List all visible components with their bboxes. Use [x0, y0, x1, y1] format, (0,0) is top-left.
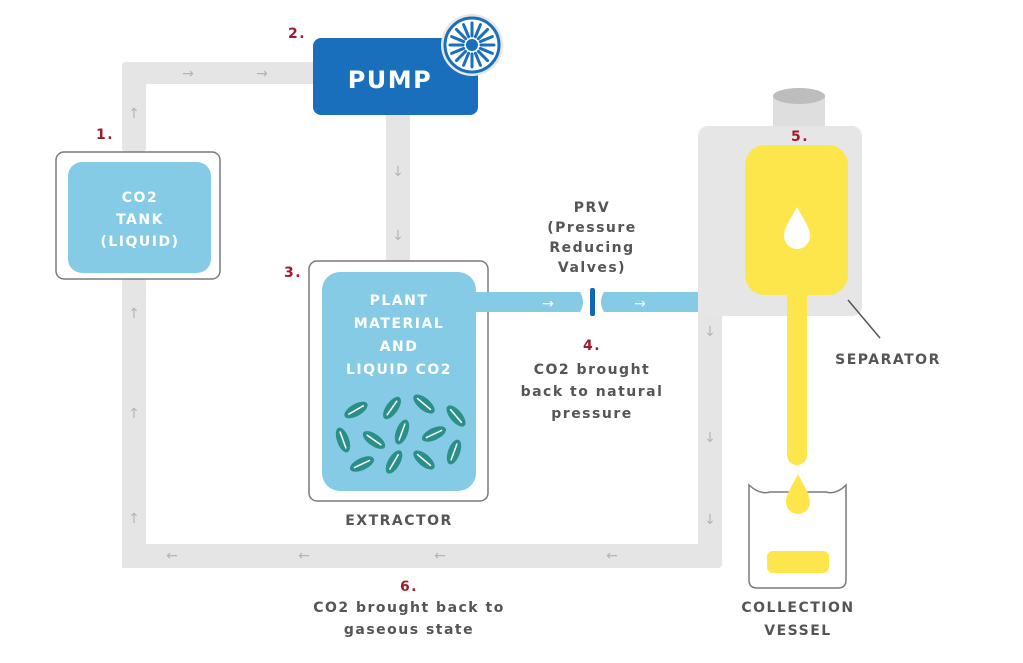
- extractor: PLANT MATERIAL AND LIQUID CO2 EXTRACTOR: [308, 260, 698, 529]
- leaf-icon: [349, 456, 375, 472]
- gaseous-line1: CO2 brought back to: [313, 600, 505, 616]
- droplet-icon: [784, 207, 810, 249]
- prv-desc-line1: CO2 brought: [534, 362, 650, 378]
- arrow-down-icon: ↓: [704, 512, 716, 528]
- fan-blade: [473, 23, 482, 39]
- prv-description: CO2 brought back to natural pressure: [521, 362, 664, 422]
- pump: PUMP: [313, 14, 503, 115]
- leaf-icon: [413, 394, 435, 414]
- pressure-valve-icon: [590, 288, 595, 316]
- leaf-icon: [383, 396, 401, 420]
- step-4-number: 4.: [583, 338, 601, 354]
- arrow-up-icon: ↑: [128, 306, 140, 322]
- outflow-pipe-2: [601, 292, 698, 312]
- prv-label: PRV (Pressure Reducing Valves): [547, 200, 637, 276]
- fan-blade: [450, 35, 466, 44]
- arrow-up-icon: ↑: [128, 106, 140, 122]
- fan-blade: [476, 27, 490, 41]
- flow-arrows: → → ↑ ↓ ↓ ↑ ↑ ↑ ↓ ↓ ↓ ← ← ← ←: [128, 66, 716, 564]
- leaf-icon: [394, 419, 410, 445]
- step-6-number: 6.: [400, 579, 418, 595]
- extractor-caption: EXTRACTOR: [345, 513, 453, 529]
- prv-desc-line2: back to natural: [521, 384, 664, 400]
- arrow-down-icon: ↓: [392, 228, 404, 244]
- arrow-right-icon: →: [542, 296, 554, 312]
- fan-blade: [450, 46, 466, 55]
- leaf-icon: [421, 426, 447, 442]
- step-2-number: 2.: [288, 26, 306, 42]
- arrow-right-icon: →: [182, 66, 194, 82]
- pump-body: [313, 38, 478, 115]
- tank-label-line2: TANK: [116, 212, 164, 228]
- separator-chimney-top: [773, 88, 825, 104]
- arrow-left-icon: ←: [166, 548, 178, 564]
- fan-blade: [462, 23, 471, 39]
- tank-fill: [68, 162, 211, 273]
- oil-drop-icon: [786, 474, 810, 514]
- leaf-icons: [335, 394, 466, 474]
- arrow-right-icon: →: [634, 296, 646, 312]
- step-5-number: 5.: [791, 129, 809, 145]
- prv-line2: (Pressure: [547, 220, 637, 236]
- gaseous-line2: gaseous state: [344, 622, 474, 638]
- extractor-label-line2: MATERIAL: [354, 316, 445, 332]
- step-3-number: 3.: [284, 265, 302, 281]
- separator-caption: SEPARATOR: [835, 352, 941, 368]
- pipe-bottom: [122, 544, 722, 568]
- fan-blade: [473, 51, 482, 67]
- arrow-down-icon: ↓: [704, 430, 716, 446]
- collection-vessel: COLLECTION VESSEL: [741, 474, 854, 639]
- arrow-left-icon: ←: [298, 548, 310, 564]
- outflow-pipe-1: [470, 292, 583, 312]
- fan-icon: [441, 14, 503, 76]
- arrow-down-icon: ↓: [704, 324, 716, 340]
- leaf-icon: [385, 450, 403, 474]
- collection-label-line2: VESSEL: [764, 623, 831, 639]
- leaf-icon: [344, 401, 368, 419]
- prv-line3: Reducing: [549, 240, 634, 256]
- extractor-label-line3: AND: [380, 339, 419, 355]
- oil-drip-tube: [787, 280, 807, 465]
- arrow-left-icon: ←: [606, 548, 618, 564]
- extractor-label-line4: LIQUID CO2: [346, 362, 452, 378]
- pipe-pump-down: [386, 110, 410, 265]
- prv-line4: Valves): [558, 260, 626, 276]
- leaf-icon: [446, 439, 462, 465]
- arrow-up-icon: ↑: [128, 511, 140, 527]
- fan-blade: [454, 27, 468, 41]
- arrow-down-icon: ↓: [392, 164, 404, 180]
- fan-blade: [478, 46, 494, 55]
- leaf-icon: [413, 450, 435, 470]
- co2-tank: CO2 TANK (LIQUID): [55, 151, 221, 280]
- leaf-icon: [362, 431, 386, 449]
- collected-oil: [767, 551, 829, 573]
- arrow-left-icon: ←: [434, 548, 446, 564]
- pump-label: PUMP: [348, 66, 433, 94]
- prv-line1: PRV: [574, 200, 610, 216]
- step-1-number: 1.: [96, 127, 114, 143]
- arrow-up-icon: ↑: [128, 406, 140, 422]
- separator-pointer-line: [847, 299, 881, 339]
- pipe-left: [122, 278, 146, 568]
- tank-label-line1: CO2: [122, 190, 158, 206]
- fan-blade: [476, 49, 490, 63]
- extractor-label-line1: PLANT: [370, 293, 429, 309]
- arrow-right-icon: →: [256, 66, 268, 82]
- fan-blade: [462, 51, 471, 67]
- leaf-icon: [335, 427, 351, 453]
- separator: SEPARATOR: [698, 88, 941, 465]
- pipe-tank-up: [122, 62, 146, 152]
- tank-label-line3: (LIQUID): [100, 234, 179, 250]
- leaf-icon: [446, 405, 466, 427]
- pipe-top: [122, 62, 322, 84]
- collection-label-line1: COLLECTION: [741, 600, 854, 616]
- pipe-loop: [122, 62, 722, 568]
- fan-blade: [454, 49, 468, 63]
- pipe-right: [698, 300, 722, 568]
- prv-desc-line3: pressure: [551, 406, 632, 422]
- fan-blade: [478, 35, 494, 44]
